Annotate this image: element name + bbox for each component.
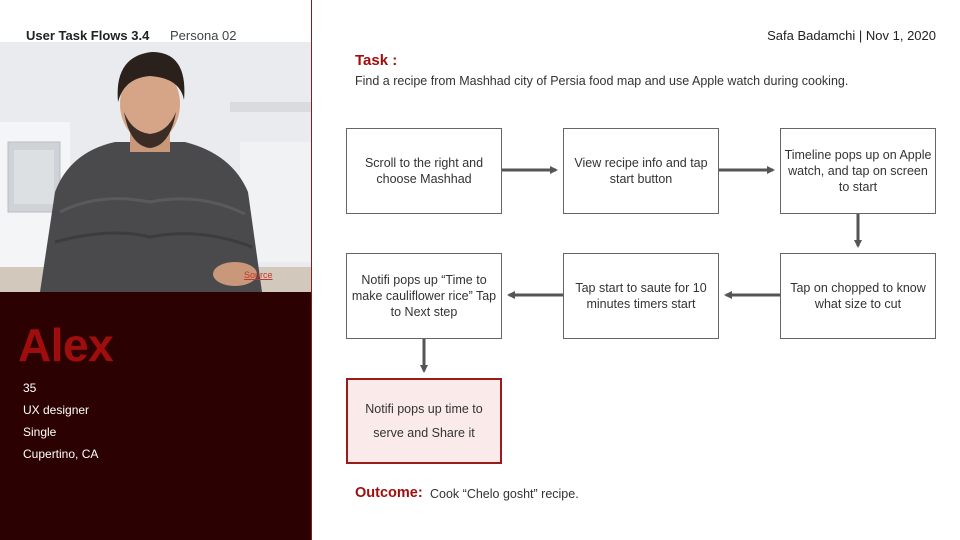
flow-step-3: Timeline pops up on Apple watch, and tap…: [780, 128, 936, 214]
persona-photo: [0, 42, 311, 292]
persona-status: Single: [23, 425, 57, 439]
task-description: Find a recipe from Mashhad city of Persi…: [355, 74, 849, 88]
outcome-text: Cook “Chelo gosht” recipe.: [430, 487, 579, 501]
persona-info-box: [0, 292, 311, 540]
author-date: Safa Badamchi | Nov 1, 2020: [767, 28, 936, 43]
flow-step-7-final: Notifi pops up time to serve and Share i…: [346, 378, 502, 464]
outcome-label: Outcome:: [355, 485, 423, 501]
header-title: User Task Flows 3.4: [26, 28, 150, 43]
flow-step-2: View recipe info and tap start button: [563, 128, 719, 214]
flow-step-1: Scroll to the right and choose Mashhad: [346, 128, 502, 214]
persona-occupation: UX designer: [23, 403, 90, 417]
persona-label: Persona 02: [170, 28, 237, 43]
photo-source-link[interactable]: Source: [244, 270, 273, 280]
flow-step-5: Tap start to saute for 10 minutes timers…: [563, 253, 719, 339]
flow-step-4: Tap on chopped to know what size to cut: [780, 253, 936, 339]
persona-photo-illustration: [0, 42, 311, 292]
persona-name: Alex: [18, 319, 114, 371]
task-heading: Task :: [355, 52, 398, 69]
flow-step-6: Notifi pops up “Time to make cauliflower…: [346, 253, 502, 339]
persona-location: Cupertino, CA: [23, 447, 99, 461]
persona-panel: Source Alex 35 UX designer Single Cupert…: [0, 0, 312, 540]
persona-age: 35: [23, 381, 37, 395]
